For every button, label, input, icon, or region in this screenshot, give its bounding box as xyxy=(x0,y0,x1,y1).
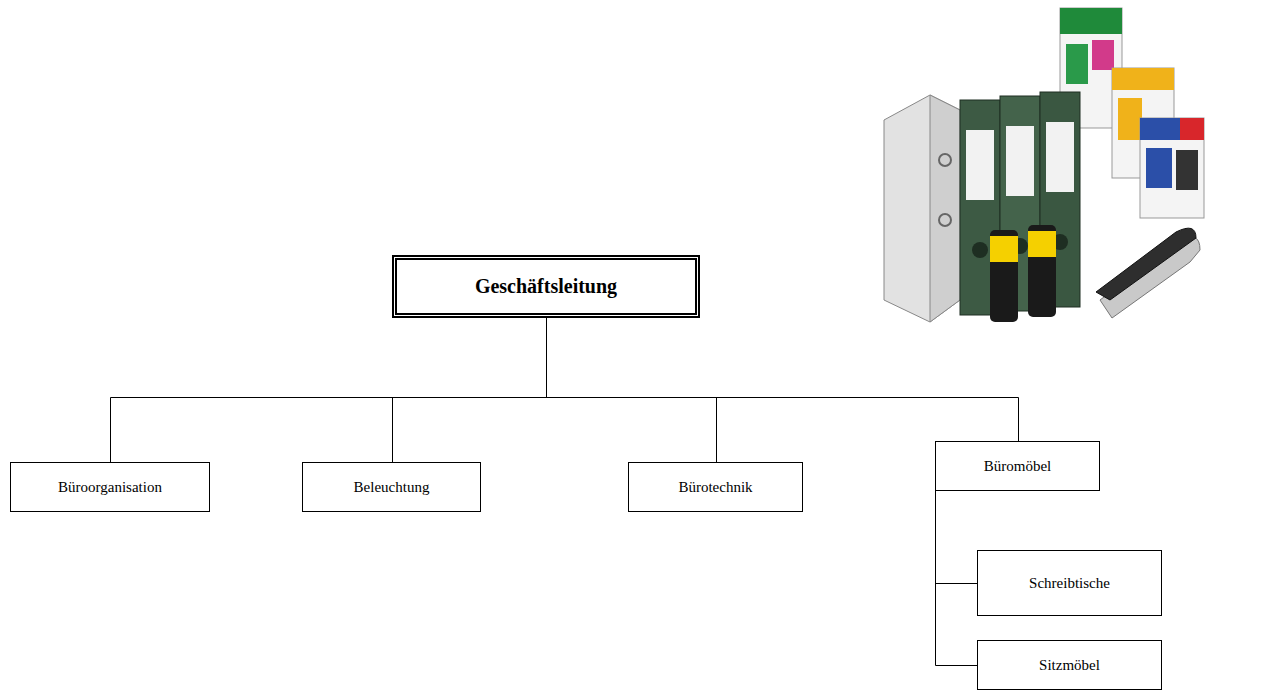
org-connector xyxy=(936,491,978,666)
open-binder xyxy=(884,95,960,322)
lever-arch-files xyxy=(960,92,1080,315)
department-box: Beleuchtung xyxy=(302,462,481,512)
box-label: Beleuchtung xyxy=(354,479,430,496)
org-connector xyxy=(111,318,547,462)
box-label: Schreibtische xyxy=(1029,575,1110,592)
department-box: Büroorganisation xyxy=(10,462,210,512)
sub-department-box: Sitzmöbel xyxy=(977,640,1162,690)
department-box: Bürotechnik xyxy=(628,462,803,512)
box-label: Geschäftsleitung xyxy=(475,275,617,298)
org-connector xyxy=(393,318,547,462)
department-box: Büromöbel xyxy=(935,441,1100,491)
box-label: Büroorganisation xyxy=(58,479,162,496)
org-connector xyxy=(547,318,1019,441)
box-label: Büromöbel xyxy=(984,458,1052,475)
stapler xyxy=(1096,228,1200,318)
box-label: Bürotechnik xyxy=(678,479,752,496)
box-label: Sitzmöbel xyxy=(1039,657,1100,674)
cartridge-boxes xyxy=(1060,8,1204,218)
sub-department-box: Schreibtische xyxy=(977,550,1162,616)
management-box: Geschäftsleitung xyxy=(392,255,700,318)
org-connector xyxy=(936,491,978,584)
org-connector xyxy=(547,318,717,462)
glue-sticks xyxy=(990,225,1056,322)
